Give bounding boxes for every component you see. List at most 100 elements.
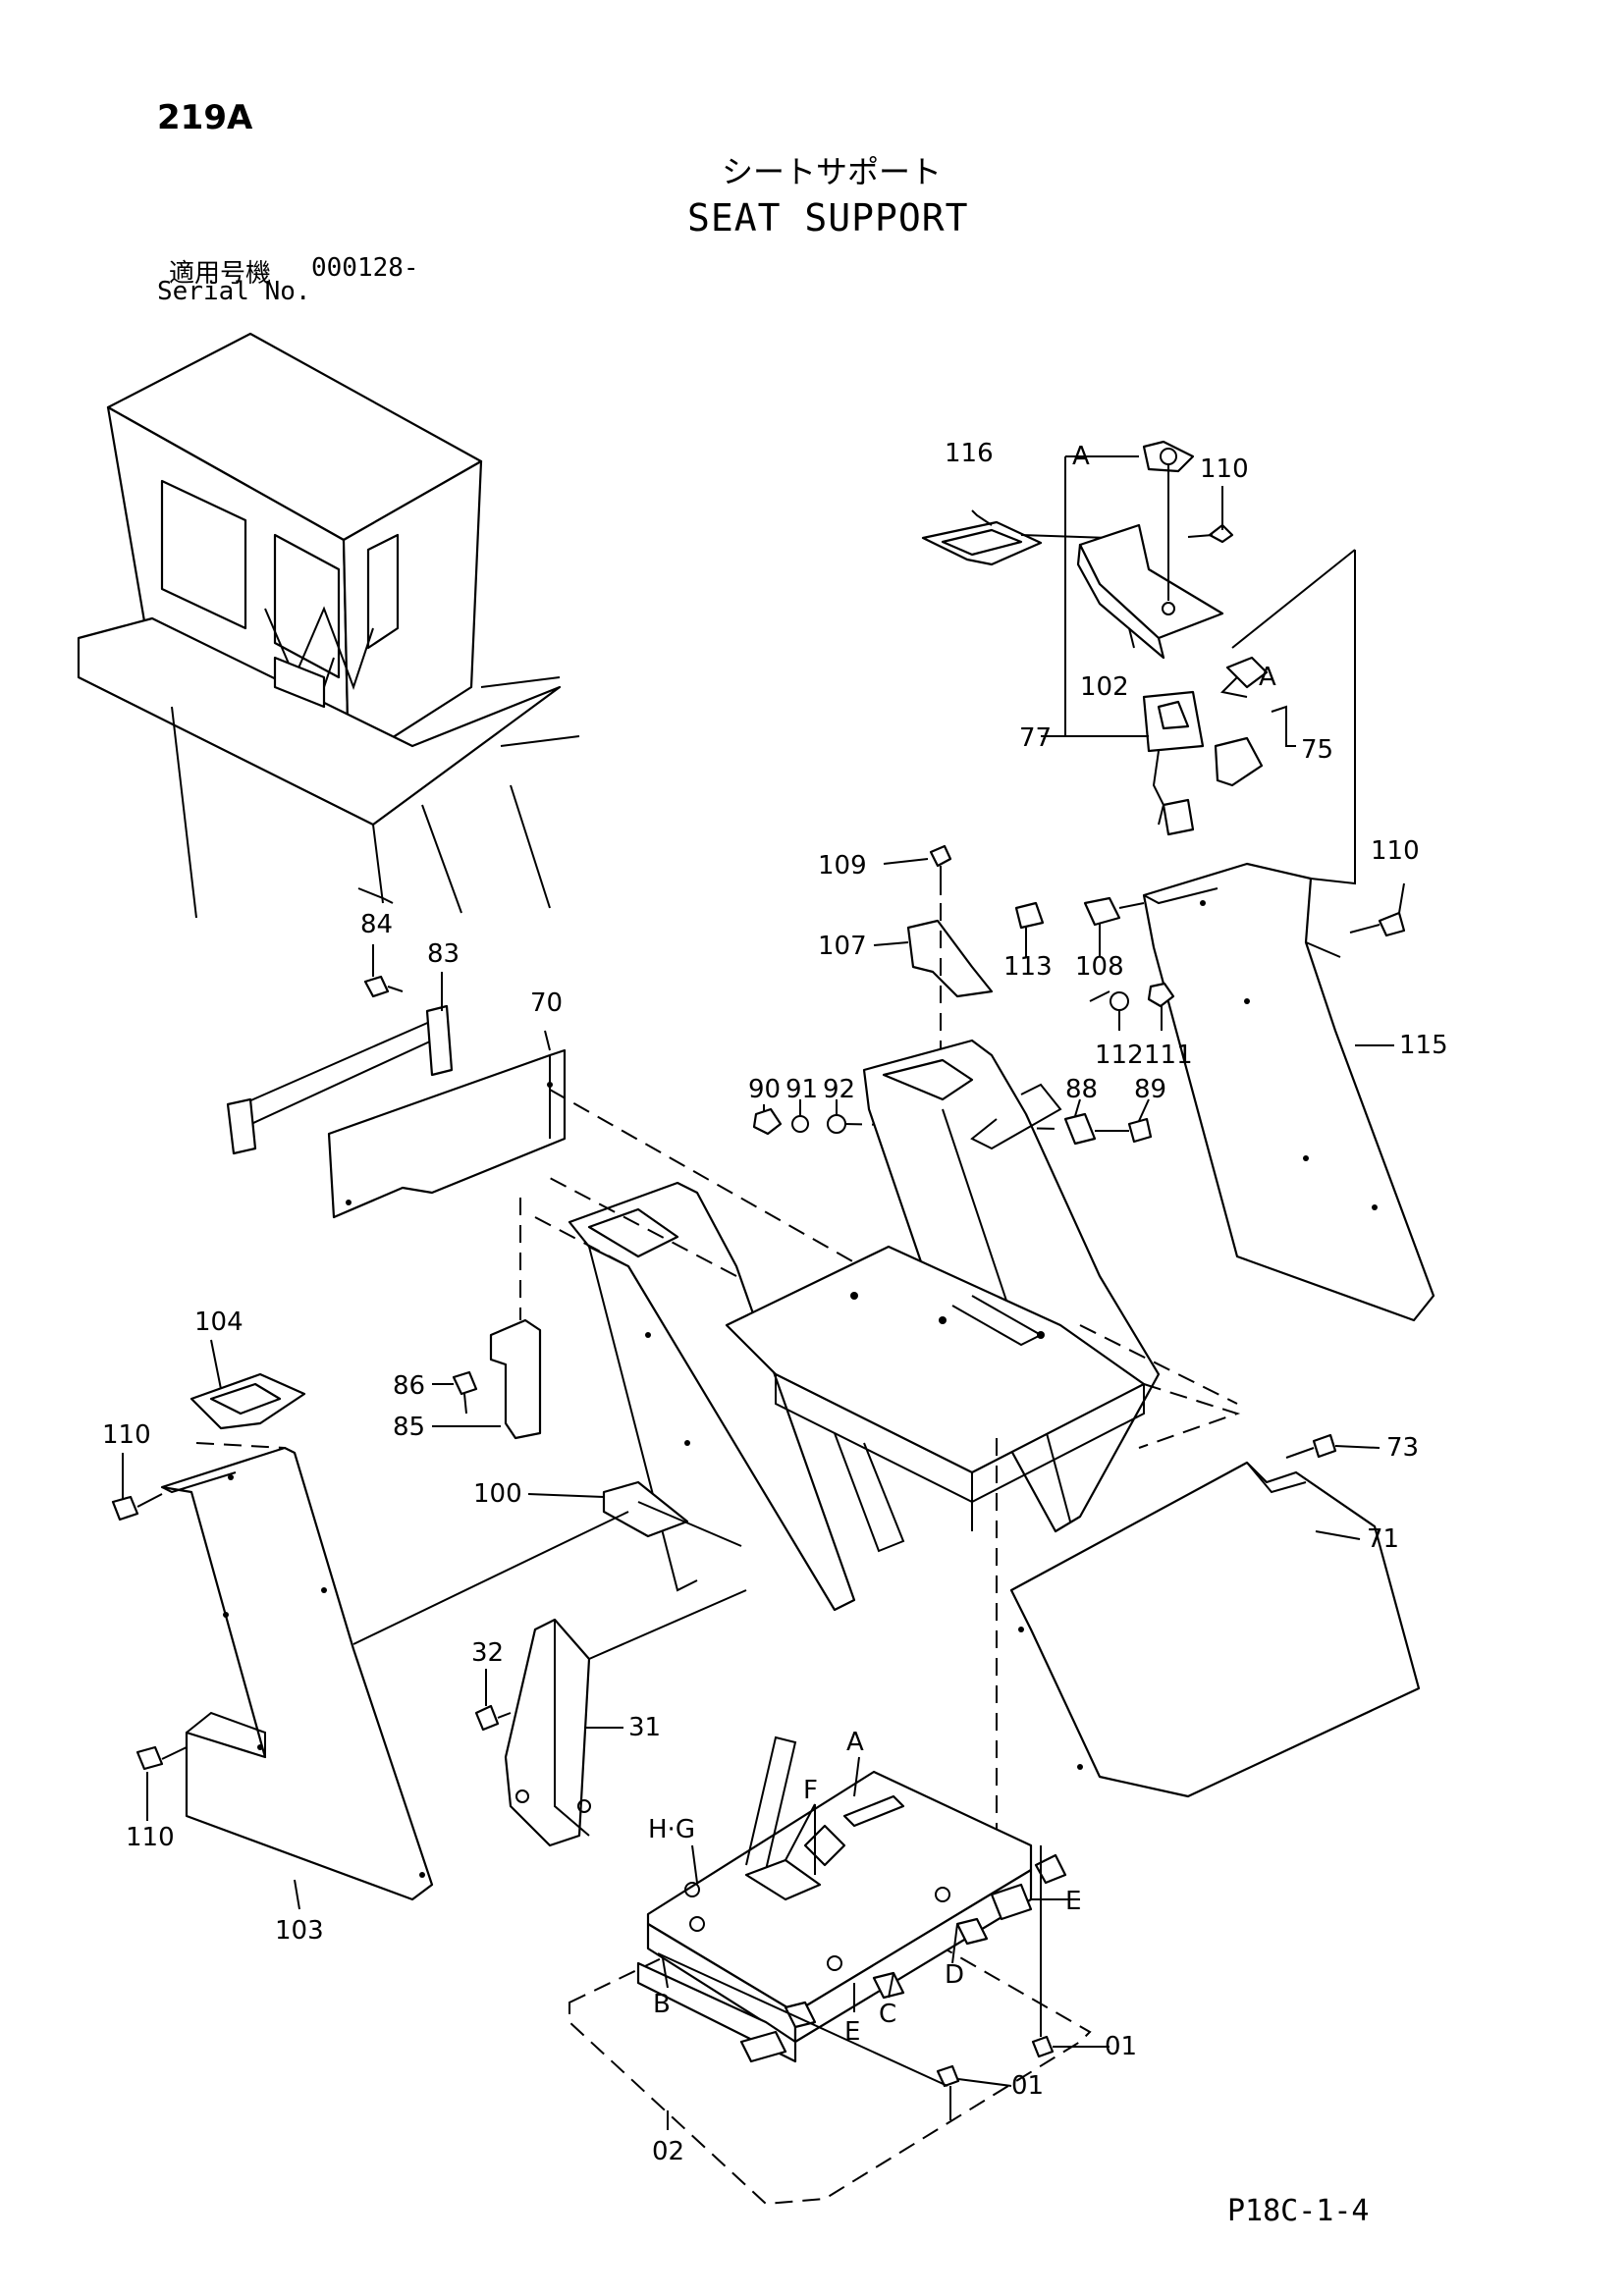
title-english: SEAT SUPPORT xyxy=(687,196,969,240)
callout-83: 83 xyxy=(427,939,460,969)
part-75-key-switch xyxy=(1214,736,1264,787)
part-31-bracket xyxy=(504,1618,591,1847)
callout-108: 108 xyxy=(1075,952,1124,982)
callout-110-left-lower: 110 xyxy=(126,1823,175,1852)
callout-f: F xyxy=(803,1776,818,1805)
right-cover-71-group xyxy=(1009,1433,1421,1798)
callout-77: 77 xyxy=(1019,723,1052,753)
part-112-washer xyxy=(1110,991,1129,1011)
callout-e-right: E xyxy=(1065,1887,1081,1916)
callout-115: 115 xyxy=(1399,1031,1448,1060)
part-01-bolt-right xyxy=(1031,2035,1055,2058)
leader-lines xyxy=(122,455,1405,2130)
callout-112: 112 xyxy=(1095,1041,1144,1070)
part-100-foot xyxy=(602,1480,689,1538)
callout-90: 90 xyxy=(748,1075,781,1104)
frame-top-plate xyxy=(725,1245,1146,1474)
title-japanese: シートサポート xyxy=(722,153,943,190)
part-70-plate xyxy=(327,1048,567,1219)
part-107-bracket xyxy=(906,919,994,998)
part-102-bracket xyxy=(1078,523,1224,640)
part-71-cover xyxy=(1009,1461,1421,1798)
side-panel-115-group xyxy=(1142,550,1435,1322)
callout-75: 75 xyxy=(1301,735,1333,765)
callout-85: 85 xyxy=(393,1413,425,1442)
bracket-85-group xyxy=(452,1198,629,1440)
seat-stand-frame-group xyxy=(549,1039,1241,1865)
part-110-bolt-head xyxy=(1208,523,1234,544)
page-number: 219A xyxy=(157,98,253,137)
controller-assembly-02-group xyxy=(568,1735,1092,2206)
part-73-bolt xyxy=(1312,1433,1337,1459)
callout-84: 84 xyxy=(360,910,393,939)
part-108-clamp xyxy=(1083,896,1121,927)
callout-110-top: 110 xyxy=(1200,454,1249,484)
center-fasteners-group xyxy=(906,844,1175,1315)
callout-110-right: 110 xyxy=(1371,836,1420,866)
callout-73: 73 xyxy=(1386,1433,1419,1463)
callout-a-top: A xyxy=(1072,442,1090,471)
part-115-panel xyxy=(1142,862,1435,1322)
plate-70-group xyxy=(226,975,914,1297)
callout-01-lower: 01 xyxy=(1011,2071,1044,2101)
part-92-washer xyxy=(827,1114,846,1134)
part-88-spacer xyxy=(1063,1112,1097,1146)
frame-left-pillar xyxy=(568,1181,856,1612)
callout-d: D xyxy=(945,1960,964,1990)
part-91-washer xyxy=(791,1115,809,1133)
callout-02: 02 xyxy=(652,2137,684,2166)
callout-110-left-upper: 110 xyxy=(102,1420,151,1450)
bracket-31-group xyxy=(474,1589,747,1847)
callout-01-right: 01 xyxy=(1105,2032,1137,2061)
part-103-panel xyxy=(160,1446,434,1901)
part-85-bracket xyxy=(489,1318,542,1440)
part-83-rod-end xyxy=(226,1097,257,1155)
left-panel-103-group xyxy=(111,1372,629,1901)
callout-b: B xyxy=(653,1990,671,2019)
part-32-bolt xyxy=(474,1704,500,1732)
part-90-nut xyxy=(752,1107,783,1136)
part-110-bolt-upper xyxy=(111,1495,139,1522)
part-110-bolt xyxy=(1378,911,1406,937)
part-89-bolt xyxy=(1127,1117,1153,1144)
callout-111: 111 xyxy=(1144,1041,1193,1070)
callout-116: 116 xyxy=(945,439,994,468)
callout-a-controller: A xyxy=(846,1728,864,1757)
callout-71: 71 xyxy=(1367,1524,1399,1554)
document-code: P18C-1-4 xyxy=(1227,2194,1370,2228)
callout-88: 88 xyxy=(1065,1075,1098,1104)
callout-100: 100 xyxy=(473,1479,522,1509)
switch-bracket-group xyxy=(921,440,1356,836)
callout-102: 102 xyxy=(1080,672,1129,702)
callout-32: 32 xyxy=(471,1638,504,1668)
callout-labels: 116 A 110 102 A 77 75 109 110 107 113 10… xyxy=(102,439,1448,2166)
callout-h-g: H·G xyxy=(648,1815,695,1844)
part-109-bolt xyxy=(929,844,952,868)
callout-a-key: A xyxy=(1259,663,1276,692)
part-110-bolt-lower xyxy=(135,1745,164,1771)
callout-113: 113 xyxy=(1003,952,1053,982)
serial-label-japanese: 適用号機 xyxy=(169,259,272,289)
part-84-bolt xyxy=(363,975,390,998)
part-key xyxy=(1225,656,1269,689)
callout-e-lower: E xyxy=(844,2017,860,2047)
part-113-bolt xyxy=(1014,901,1045,930)
part-86-bolt xyxy=(452,1370,478,1396)
callout-70: 70 xyxy=(530,988,563,1018)
part-plate-a xyxy=(1142,440,1195,473)
callout-103: 103 xyxy=(275,1916,324,1946)
callout-104: 104 xyxy=(194,1308,244,1337)
callout-109: 109 xyxy=(818,851,867,881)
machine-overview-illustration xyxy=(77,332,580,919)
serial-label-english: Serial No. xyxy=(157,277,311,306)
callout-31: 31 xyxy=(628,1713,661,1742)
callout-107: 107 xyxy=(818,932,867,961)
part-01-bolt-left xyxy=(936,2064,960,2088)
serial-number-value: 000128- xyxy=(311,253,419,283)
part-111-nut xyxy=(1147,982,1175,1008)
callout-91: 91 xyxy=(785,1075,818,1104)
callout-92: 92 xyxy=(823,1075,855,1104)
callout-89: 89 xyxy=(1134,1075,1166,1104)
callout-c: C xyxy=(879,2000,896,2029)
